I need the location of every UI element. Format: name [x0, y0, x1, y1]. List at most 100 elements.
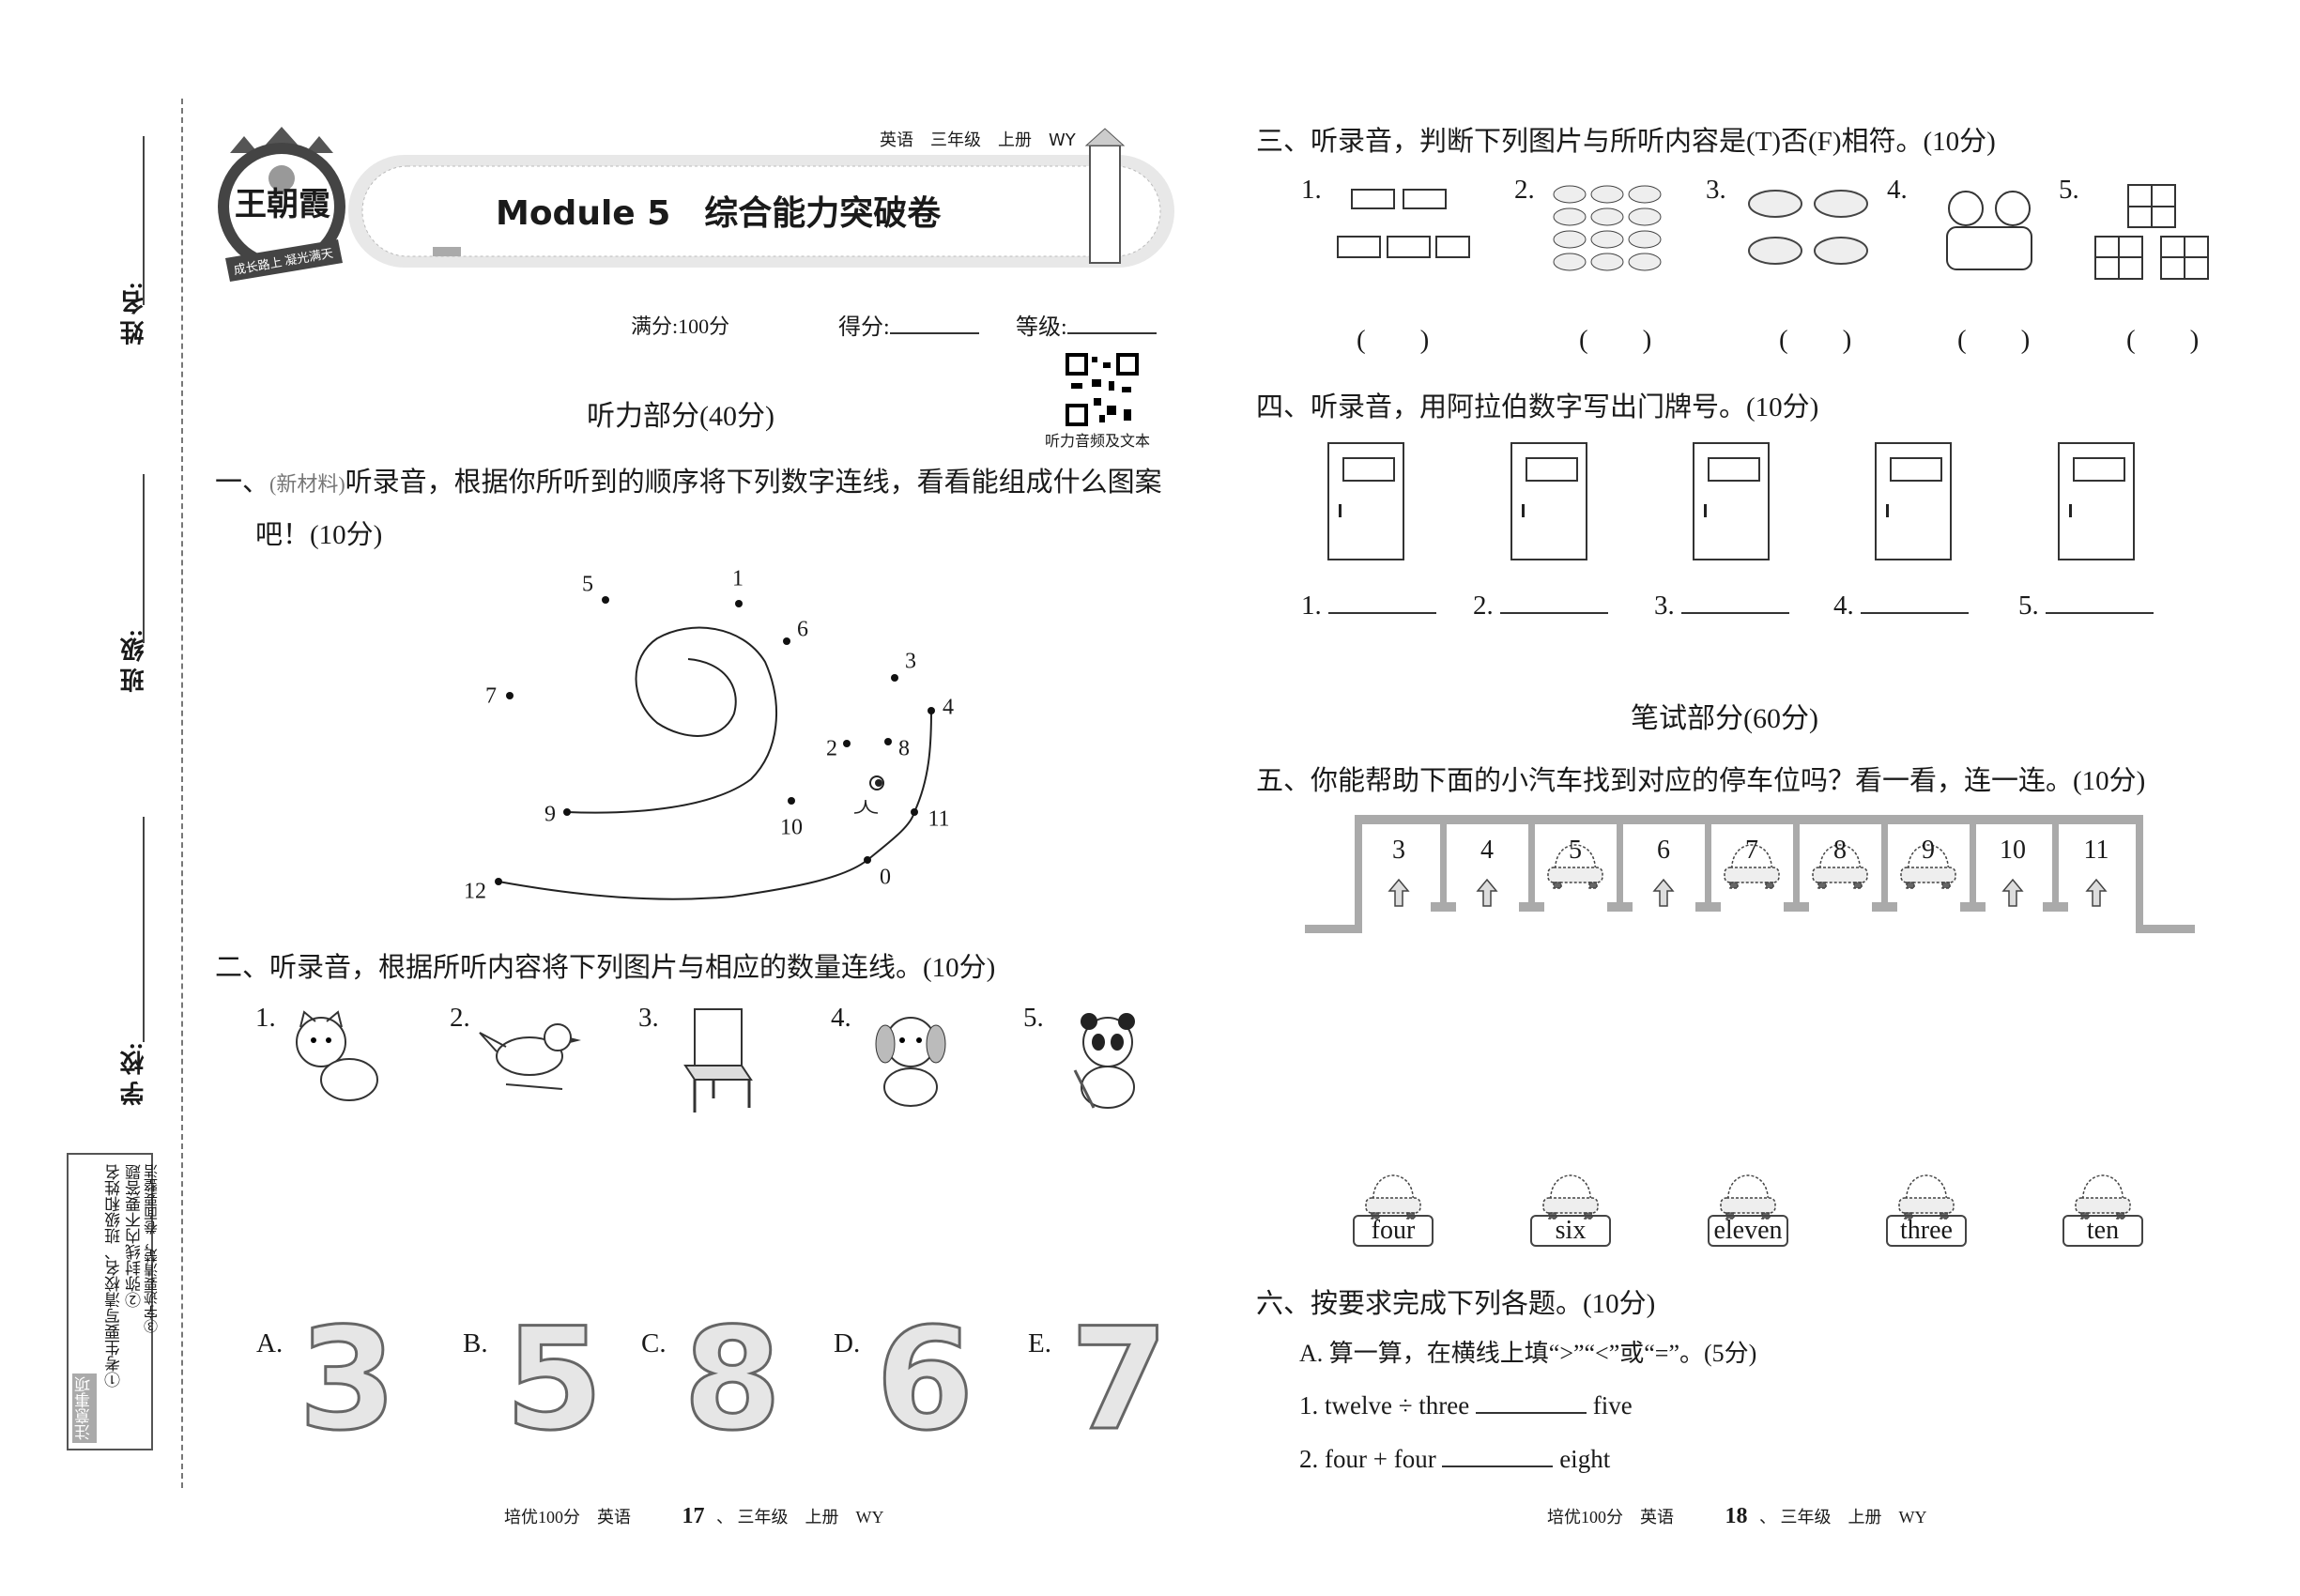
parking-slot-5[interactable]: 5 — [1569, 836, 1582, 865]
dashed-number: 5 — [503, 1298, 604, 1462]
door-answer[interactable]: 1. — [1301, 588, 1436, 622]
picture-number: 3. — [638, 1003, 659, 1033]
dot-7[interactable] — [506, 692, 514, 699]
dashed-number: 7 — [1068, 1298, 1169, 1462]
dot-label: 9 — [544, 802, 556, 827]
q3-picture-icon — [1748, 190, 1868, 265]
car-label[interactable]: four — [1353, 1215, 1434, 1247]
parking-divider-foot — [2043, 902, 2068, 912]
snail-mouth-icon — [853, 799, 879, 814]
door-answer[interactable]: 2. — [1473, 588, 1608, 622]
answer-blank[interactable] — [1476, 1388, 1587, 1414]
parking-ground-left — [1305, 925, 1362, 933]
option-letter: C. — [641, 1328, 667, 1358]
class-line[interactable] — [143, 474, 145, 643]
dot-9[interactable] — [563, 808, 571, 816]
picture-number: 4. — [831, 1003, 851, 1033]
car-icon[interactable] — [1715, 1157, 1781, 1222]
footer-left: 培优100分 英语 17 、 三年级 上册 WY — [504, 1504, 884, 1529]
parking-divider-foot — [1872, 902, 1897, 912]
picture-number: 5. — [1023, 1003, 1044, 1033]
dot-10[interactable] — [788, 797, 795, 805]
door-icon — [2058, 442, 2135, 560]
parking-wall-right — [2136, 815, 2143, 932]
dot-label: 4 — [943, 695, 954, 720]
car-icon[interactable] — [2070, 1157, 2136, 1222]
score-label: 得分: — [838, 315, 890, 340]
parking-slot-9[interactable]: 9 — [1922, 836, 1935, 865]
tf-answer-paren[interactable]: ( ) — [2126, 325, 2200, 355]
parking-divider-foot — [1695, 902, 1721, 912]
lighthouse-icon — [1084, 128, 1126, 264]
dot-3[interactable] — [891, 674, 898, 682]
parking-roof — [1355, 815, 2143, 824]
dot-label: 1 — [732, 566, 744, 591]
dot-label: 10 — [780, 815, 803, 840]
dot-label: 0 — [880, 865, 891, 890]
parking-slot-7[interactable]: 7 — [1745, 836, 1758, 865]
dot-12[interactable] — [495, 878, 502, 885]
door-answer[interactable]: 3. — [1654, 588, 1789, 622]
snail-body-line — [498, 710, 932, 900]
parking-slot-8[interactable]: 8 — [1833, 836, 1847, 865]
parked-car-icon — [1812, 844, 1868, 889]
dot-11[interactable] — [911, 808, 918, 816]
score-field[interactable]: 得分: — [838, 308, 979, 341]
car-icon[interactable] — [1360, 1157, 1426, 1222]
car-label[interactable]: three — [1886, 1215, 1967, 1247]
tf-answer-paren[interactable]: ( ) — [1579, 325, 1652, 355]
tf-answer-paren[interactable]: ( ) — [1957, 325, 2031, 355]
q1-number: 一、 — [215, 468, 270, 498]
parking-divider — [1528, 815, 1535, 909]
question-3: 三、听录音，判断下列图片与所听内容是(T)否(F)相符。(10分) — [1256, 127, 1996, 157]
parking-slot-10[interactable]: 10 — [2000, 836, 2026, 865]
question-1: 一、(新材料)听录音，根据你所听到的顺序将下列数字连线，看看能组成什么图案 — [215, 460, 1162, 499]
q6-part-a: A. 算一算，在横线上填“>”“<”或“=”。(5分) — [1299, 1340, 1757, 1367]
footer-right: 培优100分 英语 18 、 三年级 上册 WY — [1547, 1504, 1927, 1529]
school-line[interactable] — [143, 817, 145, 1042]
car-label[interactable]: six — [1530, 1215, 1611, 1247]
parking-divider-foot — [1607, 902, 1633, 912]
parking-slot-11[interactable]: 11 — [2083, 836, 2109, 865]
arrow-up-icon — [2001, 878, 2024, 907]
picture-number: 1. — [255, 1003, 276, 1033]
logo-icon — [218, 127, 345, 282]
dot-8[interactable] — [884, 738, 892, 745]
qr-caption: 听力音频及文本 — [1045, 434, 1151, 450]
tf-answer-paren[interactable]: ( ) — [1357, 325, 1430, 355]
door-answer[interactable]: 5. — [2018, 588, 2154, 622]
parking-divider — [2052, 815, 2059, 909]
car-label[interactable]: ten — [2062, 1215, 2143, 1247]
car-icon[interactable] — [1538, 1157, 1603, 1222]
q3-item-number: 1. — [1301, 175, 1322, 205]
qr-code-icon[interactable] — [1066, 353, 1139, 426]
answer-blank[interactable] — [1442, 1441, 1554, 1467]
chair-icon — [683, 1008, 753, 1113]
parking-divider — [1970, 815, 1976, 909]
dot-5[interactable] — [602, 596, 609, 604]
page-title: Module 5 综合能力突破卷 — [496, 194, 942, 233]
grade-field[interactable]: 等级: — [1016, 308, 1157, 341]
dot-label: 8 — [898, 736, 910, 761]
dot-4[interactable] — [928, 707, 935, 714]
dot-1[interactable] — [735, 600, 743, 607]
dot-0[interactable] — [864, 856, 871, 864]
car-icon[interactable] — [1894, 1157, 1959, 1222]
tf-answer-paren[interactable]: ( ) — [1779, 325, 1852, 355]
parked-car-icon — [1724, 844, 1780, 889]
dashed-number: 8 — [682, 1298, 782, 1462]
parking-ground-right — [2136, 925, 2195, 933]
parking-divider-foot — [1431, 902, 1456, 912]
written-section-title: 笔试部分(60分) — [1631, 703, 1818, 734]
parking-slot-3[interactable]: 3 — [1392, 836, 1405, 865]
dot-6[interactable] — [783, 637, 790, 645]
parking-slot-6[interactable]: 6 — [1657, 836, 1670, 865]
q6-item-2-left: 2. four + four — [1299, 1445, 1436, 1473]
parking-slot-4[interactable]: 4 — [1480, 836, 1494, 865]
car-label[interactable]: eleven — [1708, 1215, 1788, 1247]
option-letter: D. — [834, 1328, 861, 1358]
name-line[interactable] — [143, 136, 145, 305]
door-answer[interactable]: 4. — [1833, 588, 1969, 622]
dot-2[interactable] — [843, 740, 851, 747]
